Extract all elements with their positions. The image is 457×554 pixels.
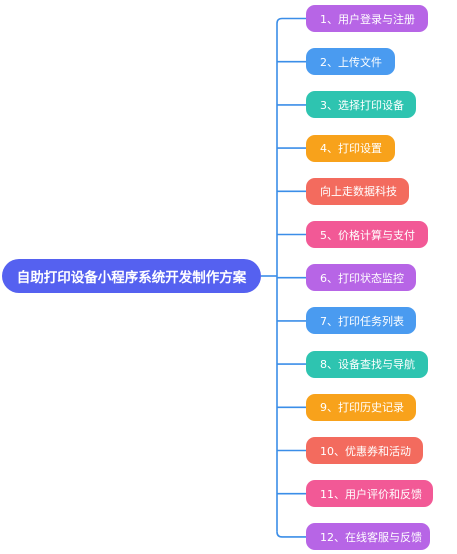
branch-node[interactable]: 2、上传文件 — [306, 48, 395, 76]
root-topic[interactable]: 自助打印设备小程序系统开发制作方案 — [2, 259, 261, 293]
branch-node[interactable]: 9、打印历史记录 — [306, 393, 416, 421]
branch-node[interactable]: 6、打印状态监控 — [306, 264, 416, 292]
branch-node[interactable]: 向上走数据科技 — [306, 177, 409, 205]
branch-connector — [276, 531, 306, 538]
branch-node[interactable]: 7、打印任务列表 — [306, 307, 416, 335]
branch-node[interactable]: 4、打印设置 — [306, 134, 395, 162]
branch-node[interactable]: 12、在线客服与反馈 — [306, 523, 430, 551]
branch-node[interactable]: 10、优惠券和活动 — [306, 437, 423, 464]
branch-connector — [276, 17, 306, 24]
branch-node[interactable]: 1、用户登录与注册 — [306, 5, 428, 32]
branch-node[interactable]: 8、设备查找与导航 — [306, 350, 428, 378]
branch-node[interactable]: 11、用户评价和反馈 — [306, 480, 433, 508]
branch-node[interactable]: 3、选择打印设备 — [306, 91, 416, 119]
branch-node[interactable]: 5、价格计算与支付 — [306, 221, 428, 248]
